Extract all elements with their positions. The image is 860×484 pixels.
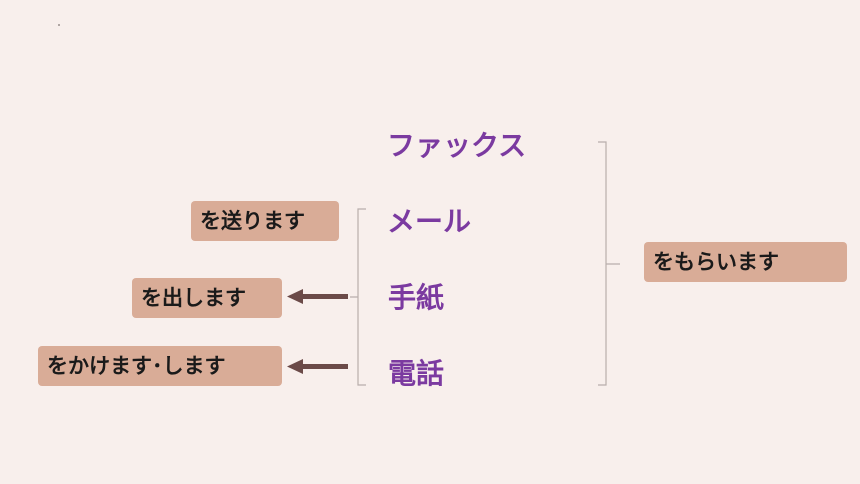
chip-receive: をもらいます xyxy=(644,242,847,282)
left-bracket xyxy=(350,208,366,386)
corner-dot xyxy=(58,24,60,26)
noun-phone: 電話 xyxy=(388,357,445,390)
arrow-to-call xyxy=(287,359,348,374)
chip-send: を送ります xyxy=(191,201,339,241)
noun-fax: ファックス xyxy=(387,129,527,162)
arrow-to-post xyxy=(287,289,348,304)
chip-call: をかけます･します xyxy=(38,346,282,386)
right-bracket xyxy=(598,141,620,386)
chip-post: を出します xyxy=(132,278,282,318)
noun-letter: 手紙 xyxy=(388,281,445,314)
noun-mail: メール xyxy=(387,205,472,238)
